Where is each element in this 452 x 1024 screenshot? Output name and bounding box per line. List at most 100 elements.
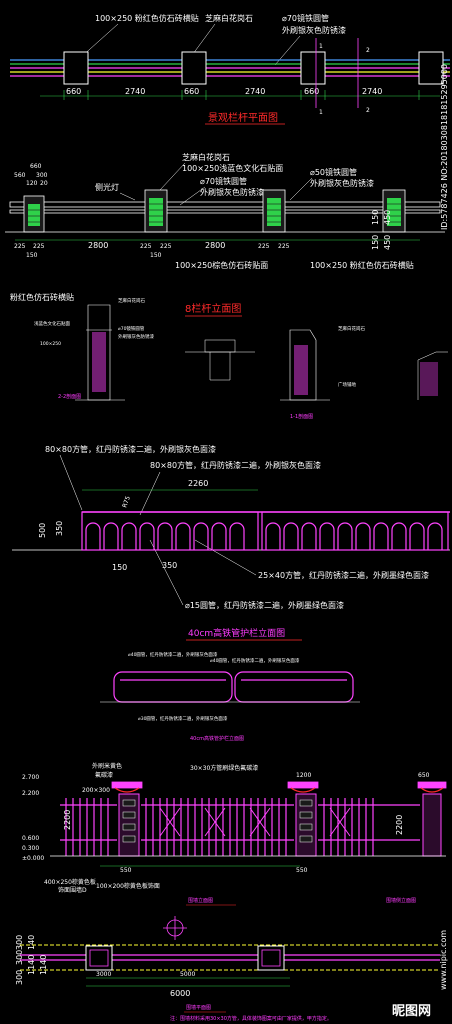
rail-title: 40cm高铁管护栏立面图: [190, 735, 244, 742]
site-logo-text: 昵图网: [392, 1004, 431, 1019]
section-cross-sections: 粉红色仿石砖横贴 8栏杆立面图 芝麻白花岗石 ⌀70镜铁圆管 外刷银灰色防锈漆 …: [10, 292, 448, 420]
elev-bottom-2: 100×250 粉红色仿石砖横贴: [310, 260, 414, 270]
elev-label-2: 100×250浅蓝色文化石贴面: [182, 163, 283, 173]
plan-label-2: 芝麻白花岗石: [205, 13, 253, 23]
s3-heading: 粉红色仿石砖横贴: [10, 292, 74, 302]
level-5: ±0.000: [22, 855, 44, 862]
plan2-dim-5: 1140: [27, 955, 36, 975]
plan-label-3: ⌀70镜铁圆管: [282, 13, 329, 23]
bot-dim-6: 2800: [205, 241, 225, 250]
bot-dim-5: 225: [160, 243, 172, 250]
plan2-dim-8: 5000: [180, 971, 195, 978]
wall-title-2: 围墙侧立面图: [386, 897, 416, 904]
plan2-note: 注：围墙材料采用30×30方管，具体装饰图案可由厂家提供，甲方指定。: [170, 1015, 332, 1022]
wall-bottom-1: 400×250棕黄色板: [44, 878, 96, 886]
rail-note-1: ⌀40圆管，红丹防锈漆二遍，外刷银灰色面漆: [128, 651, 218, 658]
plan-dim-4: 2740: [245, 87, 265, 96]
elev-label-5: 侧光灯: [95, 182, 119, 192]
cut-mark-3: 1: [319, 109, 323, 116]
plan-dim-5: 660: [304, 87, 319, 96]
plan2-title: 围墙平面图: [186, 1004, 211, 1011]
section-railing-elevation: 芝麻白花岗石 100×250浅蓝色文化石贴面 ⌀70镜铁圆管 外刷银灰色防锈漆 …: [5, 64, 449, 270]
top-dim-4: 120: [26, 180, 38, 187]
plan2-dim-7: 3000: [96, 971, 111, 978]
arch-dim-2: R75: [121, 495, 132, 509]
arch-dim-4: 350: [55, 521, 64, 536]
id-watermark: ID:5787426 NO:20180308181815295000: [440, 64, 449, 230]
plan-dim-1: 660: [66, 87, 81, 96]
arch-dim-3: 500: [38, 523, 47, 538]
wall-label-2: 氟碳漆: [95, 771, 113, 779]
level-3: 0.600: [22, 835, 39, 842]
rail-note-3: ⌀30圆管，红丹防锈漆二遍，外刷银灰色面漆: [138, 715, 228, 722]
wall-bottom-3: 100×200棕黄色板饰面: [96, 882, 160, 890]
wall-label-4: 1200: [296, 772, 311, 779]
top-dim-1: 660: [30, 163, 42, 170]
right-dim-3: 450: [383, 210, 392, 225]
cut-mark-1: 1: [319, 43, 323, 50]
wall-dim-4: 2200: [63, 810, 72, 830]
s3-cap-2: 1-1剖面图: [290, 413, 313, 420]
elev-label-1: 芝麻白花岗石: [182, 152, 230, 162]
wall-title-1: 围墙立面图: [188, 897, 213, 904]
plan-label-1: 100×250 粉红色仿石砖横贴: [95, 13, 199, 23]
level-1: 2.700: [22, 774, 39, 781]
arch-dim-1: 2260: [188, 479, 208, 488]
wall-dim-3: 550: [296, 867, 308, 874]
plan2-dim-6: 1140: [39, 955, 48, 975]
wall-bottom-2: 饰面围墙D: [58, 886, 87, 894]
top-dim-3: 300: [36, 172, 48, 179]
arch-title: 40cm高铁管护栏立面图: [188, 627, 285, 639]
plan2-dim-4: 140: [27, 935, 36, 950]
elev-label-4: 外刷银灰色防锈漆: [200, 187, 264, 197]
s3-note-2: ⌀70镜铁圆管: [118, 325, 145, 332]
s3-note-6: 芝麻白花岗石: [338, 325, 365, 332]
plan2-dim-2: 300: [15, 935, 24, 950]
arch-dim-5: 150: [112, 563, 127, 572]
plan2-dim-1: 300: [15, 950, 24, 965]
plan2-dim-3: 300: [15, 970, 24, 985]
s3-note-4: 浅蓝色文化石贴面: [34, 320, 70, 327]
section-wall-elevation: 外刷米黄色 氟碳漆 30×30方管刷绿色氟碳漆 1200 650 2.700 2…: [22, 762, 447, 906]
wall-label-3: 30×30方管刷绿色氟碳漆: [190, 764, 258, 772]
wall-label-1: 外刷米黄色: [92, 762, 122, 770]
elev-label-7: 外刷银灰色防锈漆: [310, 178, 374, 188]
elev-bottom-1: 100×250棕色仿石砖贴面: [175, 260, 268, 270]
wall-label-5: 650: [418, 772, 430, 779]
plan-dim-6: 2740: [362, 87, 382, 96]
plan-label-4: 外刷银灰色防锈漆: [282, 25, 346, 35]
section-arched-railing: 80×80方管，红丹防锈漆二遍，外刷银灰色面漆 80×80方管，红丹防锈漆二遍，…: [12, 444, 450, 641]
arch-label-2: 80×80方管，红丹防锈漆二遍，外刷银灰色面漆: [150, 460, 321, 470]
wall-dim-2: 550: [120, 867, 132, 874]
s3-cap-1: 2-2剖面图: [58, 393, 81, 400]
bot-dim-7: 225: [258, 243, 270, 250]
elev-label-3: ⌀70镜铁圆管: [200, 176, 247, 186]
bot-dim-2: 225: [33, 243, 45, 250]
elev-label-6: ⌀50镜铁圆管: [310, 167, 357, 177]
s3-note-1: 芝麻白花岗石: [118, 297, 145, 304]
arch-label-1: 80×80方管，红丹防锈漆二遍，外刷银灰色面漆: [45, 444, 216, 454]
right-dim-1: 150: [371, 210, 380, 225]
s3-title: 8栏杆立面图: [185, 302, 241, 315]
section-40cm-railing: ⌀40圆管，红丹防锈漆二遍，外刷银灰色面漆 ⌀40圆管，红丹防锈漆二遍，外刷银灰…: [100, 651, 360, 742]
level-2: 2.200: [22, 790, 39, 797]
sub-dim-1: 150: [26, 252, 38, 259]
plan-title: 景观栏杆平面图: [208, 111, 278, 124]
level-4: 0.300: [22, 845, 39, 852]
wall-dim-1: 200×300: [82, 787, 110, 794]
s3-note-3: 外刷银灰色防锈漆: [118, 333, 154, 340]
cut-mark-2: 2: [366, 47, 370, 54]
arch-label-3: 25×40方管，红丹防锈漆二遍，外刷墨绿色面漆: [258, 570, 429, 580]
bot-dim-8: 225: [278, 243, 290, 250]
rail-note-2: ⌀40圆管，红丹防锈漆二遍，外刷银灰色面漆: [210, 657, 300, 664]
top-dim-2: 560: [14, 172, 26, 179]
top-dim-5: 20: [40, 180, 48, 187]
section-wall-plan: 300 300 300 140 1140 1140 3000 5000 6000…: [15, 916, 440, 1022]
s3-note-7: 广场铺地: [338, 381, 356, 388]
arch-label-4: ⌀15圆管，红丹防锈漆二遍，外刷墨绿色面漆: [185, 600, 344, 610]
bot-dim-4: 225: [140, 243, 152, 250]
plan2-dim-9: 6000: [170, 989, 190, 998]
section-railing-plan: 100×250 粉红色仿石砖横贴 芝麻白花岗石 ⌀70镜铁圆管 外刷银灰色防锈漆: [10, 13, 450, 125]
wall-dim-5: 2200: [395, 815, 404, 835]
